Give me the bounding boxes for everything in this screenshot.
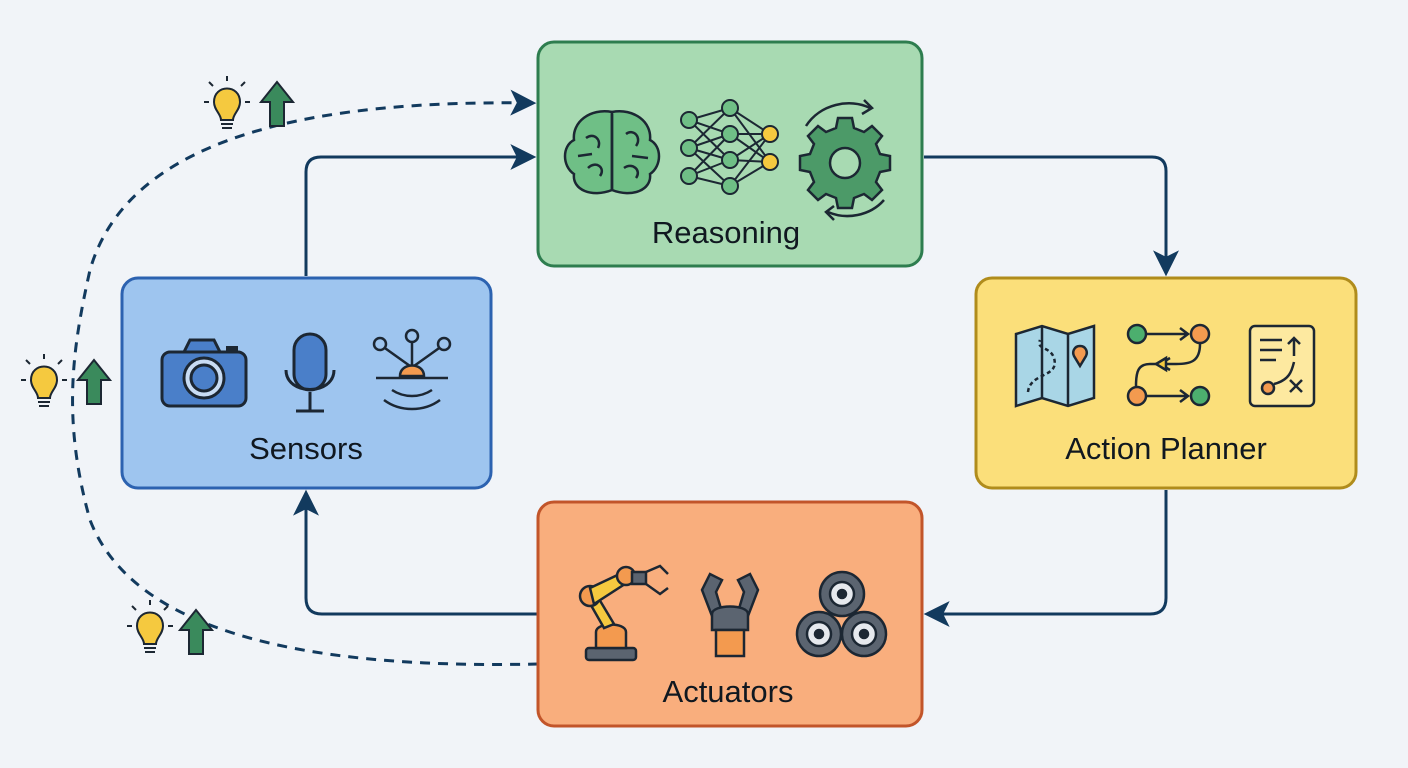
- node-action-planner-label: Action Planner: [1065, 431, 1267, 466]
- node-reasoning-label: Reasoning: [652, 215, 800, 250]
- up-arrow-icon: [258, 80, 296, 127]
- neural-network-icon: [680, 99, 779, 195]
- lightbulb-icon: [204, 76, 250, 129]
- up-arrow-icon: [75, 358, 113, 405]
- lightbulb-icon: [127, 600, 173, 653]
- feedback-badge-top: [204, 76, 296, 129]
- gripper-icon: [700, 572, 760, 658]
- sensor-array-icon: [372, 328, 452, 411]
- wheels-icon: [795, 570, 888, 658]
- connector-sensors-to-reasoning: [304, 144, 537, 276]
- node-sensors-label: Sensors: [249, 431, 363, 466]
- strategy-board-icon: [1248, 324, 1316, 408]
- flow-icon: [1126, 323, 1211, 407]
- connector-reasoning-to-planner: [924, 155, 1179, 277]
- up-arrow-icon: [177, 608, 215, 655]
- camera-icon: [160, 338, 248, 408]
- microphone-icon: [284, 332, 336, 413]
- lightbulb-icon: [21, 354, 67, 407]
- node-actuators-label: Actuators: [663, 674, 794, 709]
- robot-arm-icon: [578, 564, 669, 662]
- gear-cycle-icon: [798, 99, 892, 221]
- connector-planner-to-actuators: [923, 490, 1168, 627]
- feedback-badge-middle: [21, 354, 113, 407]
- map-icon: [1014, 324, 1096, 408]
- connector-actuators-to-sensors: [293, 489, 538, 616]
- brain-icon: [563, 110, 661, 195]
- feedback-badge-bottom: [127, 600, 215, 655]
